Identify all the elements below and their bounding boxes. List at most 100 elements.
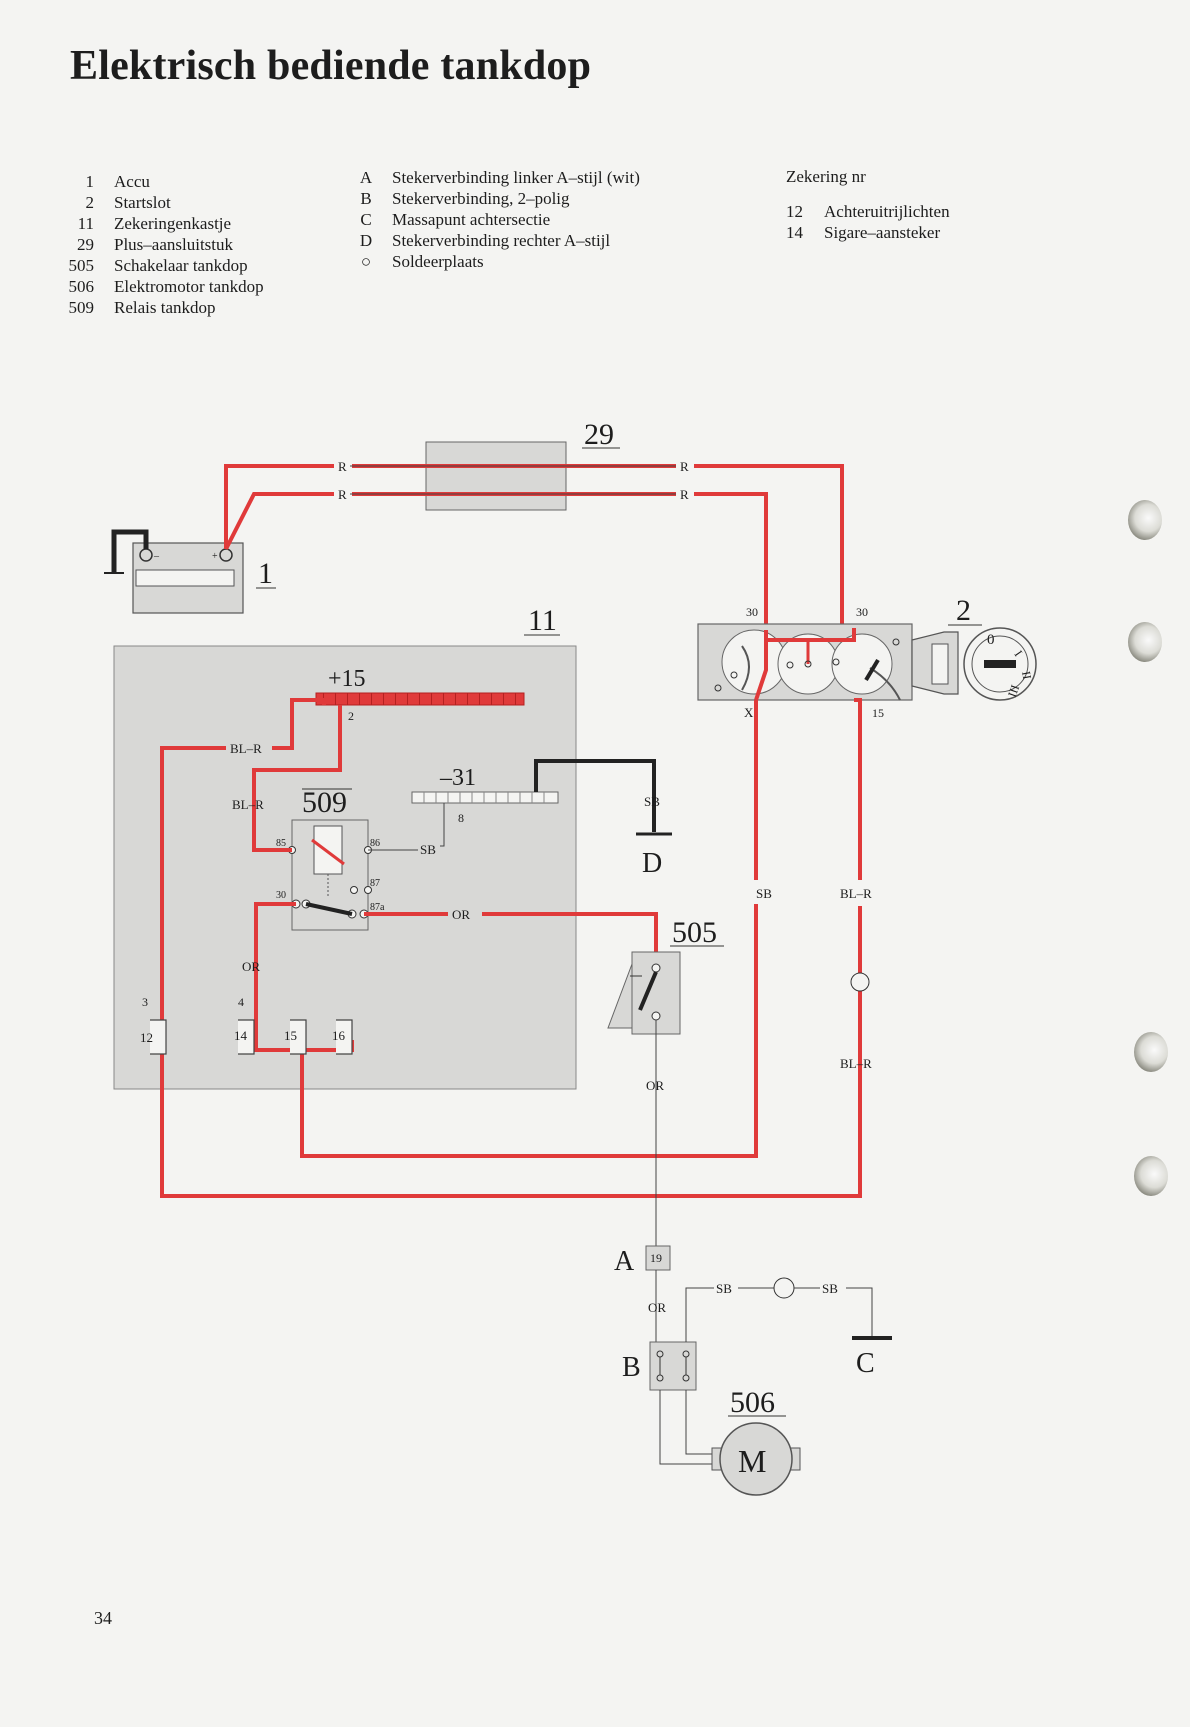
key-pos-ii: II — [1019, 670, 1034, 680]
solder-point — [832, 658, 840, 666]
switch-contact-arc — [741, 645, 750, 691]
binder-hole — [1134, 1032, 1168, 1072]
wire-label-sb: SB — [822, 1281, 838, 1296]
binder-hole — [1134, 1156, 1168, 1196]
wire-blr-loop — [160, 746, 862, 1198]
wire-label-r: R — [680, 459, 689, 474]
page-title: Elektrisch bediende tankdop — [70, 43, 592, 89]
wire-label-sb: SB — [644, 794, 660, 809]
wire-r-top — [694, 464, 844, 628]
wire-label-blr: BL–R — [840, 886, 872, 901]
relay-pin-30: 30 — [276, 890, 286, 901]
switch-contact-15 — [831, 633, 893, 695]
terminal-label-30: 30 — [746, 605, 758, 619]
bus-pin-2: 2 — [348, 709, 354, 723]
bus-label-plus15: +15 — [328, 666, 366, 692]
key-slot — [931, 643, 949, 685]
relay-terminal — [350, 886, 358, 894]
relay-pin-87: 87 — [370, 878, 380, 889]
connector-a — [645, 1245, 671, 1271]
conn-label-a: A — [614, 1246, 635, 1277]
battery-ground-wire — [111, 529, 149, 573]
wire-label-or: OR — [452, 907, 470, 922]
motor-m-icon: M — [738, 1443, 766, 1479]
solder-point — [786, 661, 794, 669]
wire-blr-fuse12 — [272, 698, 326, 750]
bus-label-minus31: –31 — [439, 765, 476, 791]
wire-label-or: OR — [646, 1078, 664, 1093]
bus-minus31 — [411, 791, 559, 804]
wire-label-sb: SB — [756, 886, 772, 901]
switch-terminal — [651, 963, 661, 973]
switch-505-lever — [638, 971, 658, 1011]
switch-505-rocker — [607, 963, 633, 1029]
comp-label-506: 506 — [730, 1386, 775, 1419]
comp-label-2: 2 — [956, 594, 971, 627]
legend-row: ○Soldeerplaats — [360, 252, 484, 271]
wire-sb-relay — [440, 803, 445, 847]
binder-hole — [1128, 622, 1162, 662]
conn-label-c: C — [856, 1348, 875, 1379]
solder-point — [773, 1277, 795, 1299]
wire-r-top — [224, 464, 334, 549]
fuse-pin-3: 3 — [142, 995, 148, 1009]
binder-hole — [1128, 500, 1162, 540]
relay-coil — [313, 825, 343, 875]
connector-b — [649, 1341, 697, 1391]
key-dial-inner — [971, 635, 1029, 693]
bus-minus31-ticks — [423, 792, 545, 803]
key-pos-iii: III — [1005, 683, 1022, 699]
switch-internal-wire — [754, 640, 768, 701]
fuse-12 — [150, 1019, 167, 1055]
fuse-pin-4: 4 — [238, 995, 244, 1009]
wire-label-r: R — [680, 487, 689, 502]
comp-label-509: 509 — [302, 786, 347, 819]
key-pos-0: 0 — [987, 632, 995, 648]
comp-label-11: 11 — [528, 604, 557, 637]
wire-label-blr: BL–R — [840, 1056, 872, 1071]
conn-label-b: B — [622, 1352, 641, 1383]
bus-plus15 — [315, 692, 525, 706]
wire-label-sb: SB — [420, 842, 436, 857]
battery-minus-label: – — [153, 551, 160, 562]
solder-point — [892, 638, 900, 646]
solder-point — [850, 972, 870, 992]
fuse-label-14: 14 — [234, 1028, 248, 1043]
battery-plus-label: + — [212, 551, 218, 562]
wire-motor — [685, 1390, 716, 1455]
wire-sb-c — [685, 1287, 714, 1342]
wire-label-or: OR — [242, 959, 260, 974]
comp-label-1: 1 — [258, 557, 273, 590]
terminal-label-x: X — [744, 705, 754, 720]
wire-label-blr: BL–R — [232, 797, 264, 812]
wire-or-505 — [482, 912, 658, 966]
fuse-label-16: 16 — [332, 1028, 346, 1043]
connector-pin-19: 19 — [650, 1251, 662, 1265]
relay-pin-87a: 87a — [370, 902, 385, 913]
comp-label-29: 29 — [584, 418, 614, 451]
wire-blr-relay — [252, 705, 342, 852]
motor-506 — [719, 1422, 793, 1496]
bus-pin-8: 8 — [458, 811, 464, 825]
wire-motor — [659, 1390, 716, 1465]
comp-label-505: 505 — [672, 916, 717, 949]
page-number: 34 — [94, 1608, 112, 1628]
relay-pin-86: 86 — [370, 838, 380, 849]
terminal-label-15: 15 — [872, 706, 884, 720]
wire-label-blr: BL–R — [230, 741, 262, 756]
fuse-14 — [238, 1019, 255, 1055]
fuse-label-12: 12 — [140, 1030, 153, 1045]
wire-r-bottom — [224, 492, 334, 550]
